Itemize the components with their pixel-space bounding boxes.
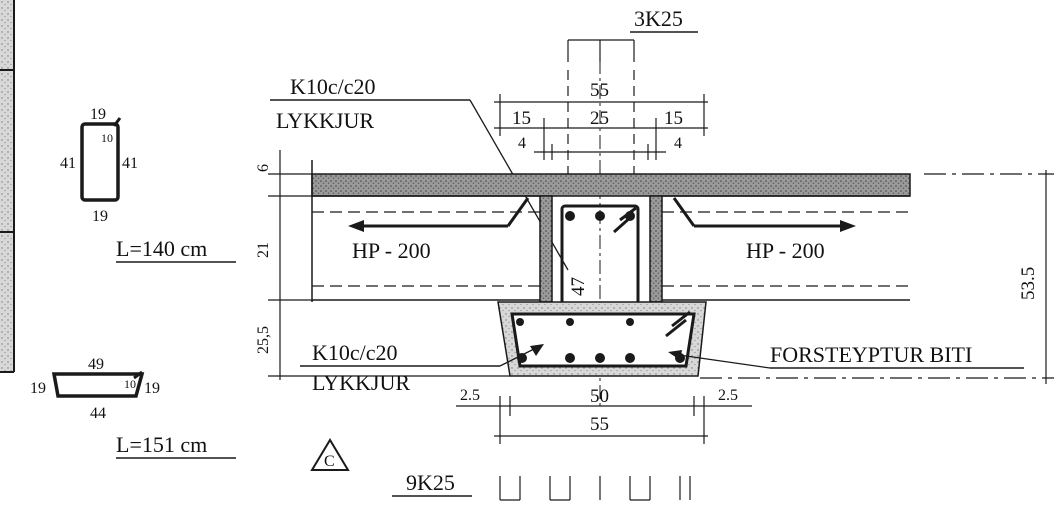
precast-beam xyxy=(497,301,707,377)
bottom-dim-inner: 50 xyxy=(590,386,609,407)
stirrup-bottom-word: LYKKJUR xyxy=(312,370,410,395)
stirrup-1-right: 41 xyxy=(122,155,138,172)
stirrup-1-left: 41 xyxy=(60,155,76,172)
top-dimensions: 55 25 15 15 4 4 xyxy=(494,60,708,410)
stirrup-bottom-callout: K10c/c20 LYKKJUR xyxy=(300,340,544,395)
top-dim-left: 15 xyxy=(512,108,531,129)
top-dim-middle: 25 xyxy=(590,108,609,129)
slab-left-label: HP - 200 xyxy=(352,238,431,263)
bottom-bars-callout: 9K25 xyxy=(392,470,691,501)
top-dim-right: 15 xyxy=(664,108,683,129)
stirrup-1-hook: 10 xyxy=(101,131,113,145)
stirrup-2-shape xyxy=(51,372,145,398)
left-dim-beam: 25,5 xyxy=(255,326,272,354)
stirrup-detail-2: 49 10 19 19 44 L=151 cm xyxy=(30,356,236,459)
left-dim-hp: 21 xyxy=(255,242,272,258)
top-bars-callout: 3K25 xyxy=(567,6,698,62)
top-dim-overall: 55 xyxy=(590,80,609,101)
sheet-frame-fragment xyxy=(0,0,15,373)
slab-topping xyxy=(311,173,911,197)
right-height: 53.5 xyxy=(1018,267,1039,300)
precast-callout: FORSTEYPTUR BITI xyxy=(668,342,1024,369)
bottom-bars-label: 9K25 xyxy=(406,470,455,495)
bottom-dim-right-edge: 2.5 xyxy=(718,387,738,404)
stirrup-bottom-label: K10c/c20 xyxy=(312,340,398,365)
precast-label: FORSTEYPTUR BITI xyxy=(770,342,972,367)
bottom-dim-overall: 55 xyxy=(590,414,609,435)
beam-section: 3K25 55 25 15 15 4 4 xyxy=(255,6,1054,501)
stirrup-2-length: L=151 cm xyxy=(116,432,207,457)
left-dim-slab: 6 xyxy=(255,164,272,172)
bottom-dimensions: 2.5 50 2.5 55 xyxy=(456,386,752,444)
stirrup-1-shape xyxy=(80,122,120,202)
stirrup-1-top: 19 xyxy=(90,106,106,123)
section-mark-letter: C xyxy=(324,453,335,470)
section-mark: C xyxy=(310,438,350,471)
top-dim-left-small: 4 xyxy=(518,135,526,152)
stirrup-2-top: 49 xyxy=(88,356,104,373)
slab: HP - 200 HP - 200 xyxy=(311,160,911,302)
stirrup-2-left: 19 xyxy=(30,380,46,397)
slab-right-label: HP - 200 xyxy=(746,238,825,263)
right-dimension: 53.5 xyxy=(700,170,1054,384)
stirrup-2-hook: 10 xyxy=(124,377,136,391)
stirrup-top-word: LYKKJUR xyxy=(276,108,374,133)
stirrup-detail-1: 19 10 41 41 19 L=140 cm xyxy=(60,106,236,263)
stirrup-1-length: L=140 cm xyxy=(116,236,207,261)
top-bars-label: 3K25 xyxy=(634,6,683,31)
top-dim-right-small: 4 xyxy=(674,135,682,152)
stirrup-top-label: K10c/c20 xyxy=(290,74,376,99)
stirrup-2-bottom: 44 xyxy=(90,405,106,422)
stirrup-2-right: 19 xyxy=(144,380,160,397)
left-dimensions: 6 21 25,5 xyxy=(255,150,510,380)
web-height: 47 xyxy=(568,277,589,296)
bottom-dim-left-edge: 2.5 xyxy=(460,387,480,404)
stirrup-1-bottom: 19 xyxy=(92,208,108,225)
